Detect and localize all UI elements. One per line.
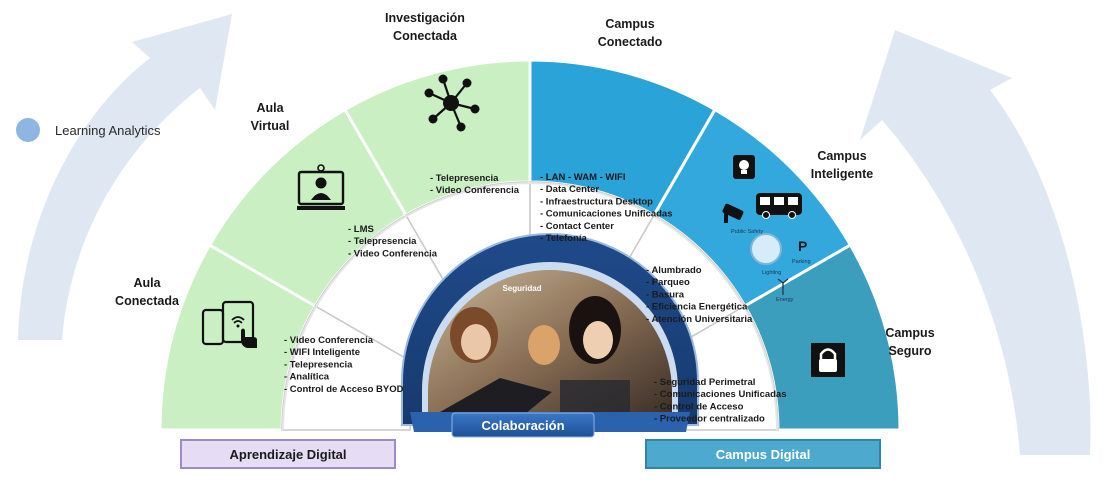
campus-inteligente-title-line: Campus	[817, 149, 866, 163]
lightbulb-icon	[733, 155, 755, 179]
campus-inteligente-item: - Atención Universitaria	[646, 314, 753, 325]
campus-inteligente-item: - Eficiencia Energética	[646, 302, 748, 313]
aula-conectada-item: - Telepresencia	[284, 359, 353, 370]
lighting-bulb-icon	[750, 233, 782, 265]
aula-conectada-item: - Control de Acceso BYOD	[284, 384, 404, 395]
public-safety-label: Public Safety	[731, 229, 763, 235]
tablet-phone-touch-icon	[201, 300, 257, 348]
padlock-icon	[811, 343, 845, 377]
left-growth-arrow	[18, 14, 232, 340]
parking-symbol: P	[798, 238, 807, 254]
investigacion-conectada-title-line: Conectada	[393, 29, 458, 43]
aula-virtual-item: - LMS	[348, 224, 374, 235]
aula-conectada-title-line: Conectada	[115, 294, 180, 308]
learning-analytics-dot	[16, 118, 40, 142]
aprendizaje-digital-bar	[180, 439, 396, 469]
right-growth-arrow	[860, 30, 1091, 455]
campus-seguro-title-line: Campus	[885, 326, 934, 340]
aula-virtual-title-line: Aula	[256, 101, 284, 115]
campus-seguro-item: - Proveedor centralizado	[654, 414, 765, 425]
lighting-label: Lighting	[762, 270, 781, 276]
aula-conectada-item: - WIFI Inteligente	[284, 347, 360, 358]
investigacion-conectada-item: - Telepresencia	[430, 173, 499, 184]
aula-conectada-title-line: Aula	[133, 276, 161, 290]
seguridad-label: Seguridad	[502, 284, 541, 293]
campus-inteligente-item: - Parqueo	[646, 277, 690, 288]
campus-digital-bar	[645, 439, 881, 469]
aula-virtual-title-line: Virtual	[251, 119, 290, 133]
campus-digital-label: Campus Digital	[716, 447, 811, 462]
campus-inteligente-item: - Basura	[646, 289, 685, 300]
learning-analytics-label: Learning Analytics	[55, 123, 161, 138]
aprendizaje-digital-label: Aprendizaje Digital	[229, 447, 346, 462]
aula-conectada-item: - Analítica	[284, 372, 330, 383]
aula-virtual-item: - Telepresencia	[348, 236, 417, 247]
campus-seguro-item: - Seguridad Perimetral	[654, 377, 755, 388]
campus-conectado-title-line: Campus	[605, 17, 654, 31]
collaboration-banner	[451, 412, 595, 438]
energy-label: Energy	[776, 297, 794, 303]
investigacion-conectada-title-line: Investigación	[385, 11, 465, 25]
campus-conectado-item: - LAN - WAM - WIFI	[540, 172, 625, 183]
network-nodes-icon	[424, 74, 480, 132]
campus-conectado-item: - Data Center	[540, 184, 599, 195]
campus-inteligente-item: - Alumbrado	[646, 265, 702, 276]
campus-conectado-item: - Telefonía	[540, 233, 588, 244]
collaboration-label: Colaboración	[481, 418, 564, 433]
video-conference-screen-icon	[297, 164, 345, 210]
campus-conectado-item: - Contact Center	[540, 221, 614, 232]
campus-conectado-item: - Comunicaciones Unificadas	[540, 209, 673, 220]
campus-seguro-item: - Comunicaciones Unificadas	[654, 389, 787, 400]
campus-conectado-title-line: Conectado	[598, 35, 663, 49]
students-laptop-photo	[428, 270, 672, 418]
security-camera-icon	[722, 203, 744, 223]
campus-inteligente-title-line: Inteligente	[811, 167, 874, 181]
campus-seguro-title-line: Seguro	[888, 344, 931, 358]
parking-label: Parking	[792, 259, 811, 265]
campus-seguro-item: - Control de Acceso	[654, 401, 744, 412]
investigacion-conectada-item: - Video Conferencia	[430, 185, 520, 196]
bus-icon	[756, 193, 802, 219]
aula-conectada-item: - Video Conferencia	[284, 335, 374, 346]
center-collaboration-dome: Seguridad Colaboración	[401, 233, 699, 438]
campus-conectado-item: - Infraestructura Desktop	[540, 196, 653, 207]
aula-virtual-item: - Video Conferencia	[348, 248, 438, 259]
wind-turbine-icon	[777, 278, 789, 295]
